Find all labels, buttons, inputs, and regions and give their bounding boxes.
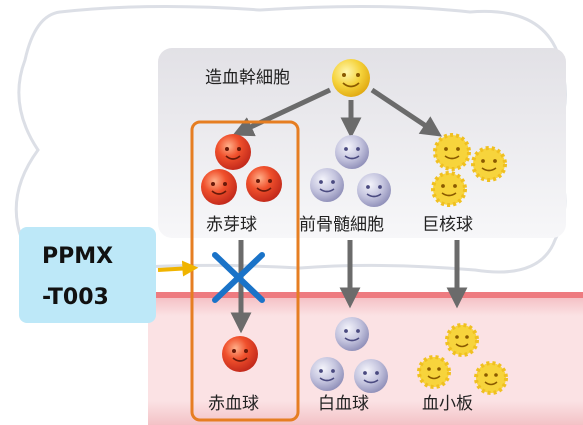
myeloid-progenitor-cells bbox=[310, 135, 391, 207]
label-megakaryocyte: 巨核球 bbox=[422, 215, 473, 235]
blue-x-icon bbox=[212, 252, 265, 303]
purple-cell-icon bbox=[335, 135, 369, 169]
red-cell-icon bbox=[222, 336, 258, 372]
label-stem-cell: 造血幹細胞 bbox=[205, 67, 290, 88]
red-cell-icon bbox=[215, 134, 251, 170]
purple-cell-icon bbox=[357, 173, 391, 207]
label-platelet: 血小板 bbox=[422, 394, 473, 414]
yellow-spiky-cell-icon bbox=[433, 133, 471, 171]
purple-cell-icon bbox=[310, 168, 344, 202]
blood-vessel-top-edge bbox=[148, 292, 583, 298]
label-white-blood-cell: 白血球 bbox=[318, 394, 369, 414]
purple-cell-icon bbox=[354, 359, 388, 393]
label-myeloid-progenitor: 前骨髄細胞 bbox=[299, 215, 384, 235]
purple-cell-icon bbox=[310, 357, 344, 391]
drug-label-box bbox=[19, 227, 156, 323]
purple-cell-icon bbox=[335, 317, 369, 351]
erythroblast-cells bbox=[201, 134, 282, 205]
stem-cell-icon bbox=[332, 59, 370, 97]
drug-action-arrow bbox=[157, 260, 199, 277]
yellow-spiky-cell-icon bbox=[474, 361, 508, 395]
yellow-spiky-cell-icon bbox=[417, 355, 451, 389]
arrow-stem-to-megakaryocyte bbox=[370, 87, 442, 137]
yellow-spiky-cell-icon bbox=[445, 323, 479, 357]
yellow-spiky-cell-icon bbox=[471, 146, 507, 182]
arrow-stem-to-erythroblast bbox=[232, 87, 332, 137]
drug-label-line1: PPMX bbox=[42, 244, 113, 269]
yellow-spiky-cell-icon bbox=[431, 171, 467, 207]
megakaryocyte-cells bbox=[431, 133, 507, 207]
label-red-blood-cell: 赤血球 bbox=[208, 394, 259, 414]
blood-vessel bbox=[148, 292, 583, 425]
red-cell-icon bbox=[201, 169, 237, 205]
red-cell-icon bbox=[246, 166, 282, 202]
white-blood-cells bbox=[310, 317, 388, 393]
drug-label-line2: -T003 bbox=[42, 285, 109, 310]
platelet-cells bbox=[417, 323, 508, 395]
label-erythroblast: 赤芽球 bbox=[206, 215, 257, 235]
